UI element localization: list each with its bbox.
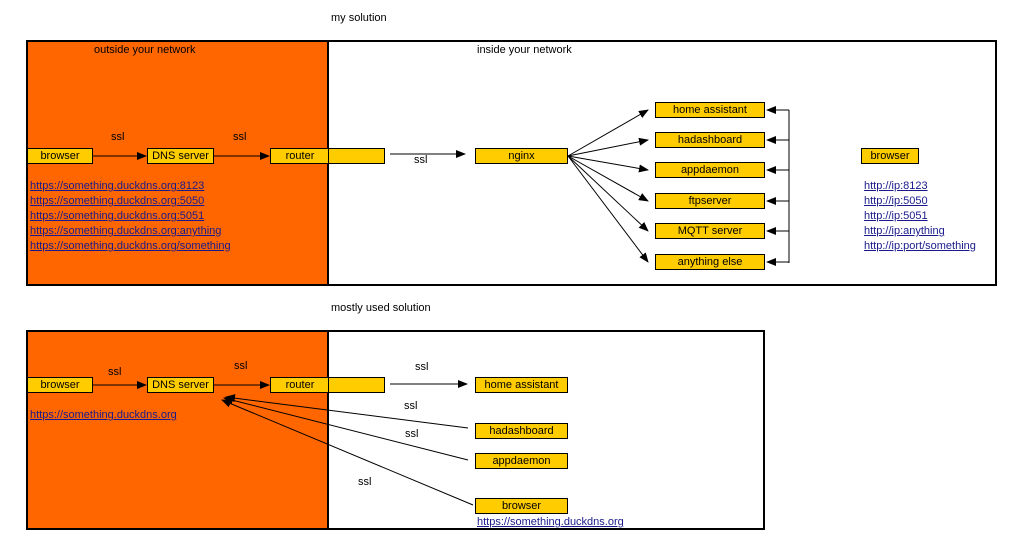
arrow-nginx-to-appdaemon [567, 155, 649, 173]
arrow-hadashboard-to-dns [225, 394, 469, 429]
bottom-browser-box: browser [27, 377, 93, 393]
bottom-ssl-label-2: ssl [234, 360, 248, 372]
bottom-ssl-label-4: ssl [404, 400, 418, 412]
bottom-hadashboard-box: hadashboard [475, 423, 568, 439]
local-link-anything[interactable]: http://ip:anything [864, 225, 945, 237]
inside-network-label: inside your network [477, 44, 572, 56]
bottom-zone-divider [327, 332, 329, 528]
service-anything-else: anything else [655, 254, 765, 270]
bottom-outside-zone [28, 332, 327, 528]
local-link-8123[interactable]: http://ip:8123 [864, 180, 928, 192]
top-ssl-label-3: ssl [414, 154, 428, 166]
bottom-router-extension [328, 377, 385, 393]
service-ftpserver: ftpserver [655, 193, 765, 209]
bottom-ssl-label-6: ssl [358, 476, 372, 488]
top-router-box: router [270, 148, 330, 164]
arrow-nginx-to-home-assistant [567, 109, 649, 157]
service-home-assistant: home assistant [655, 102, 765, 118]
local-browser-box: browser [861, 148, 919, 164]
top-browser-box: browser [27, 148, 93, 164]
arrow-appdaemon-to-dns [223, 396, 469, 461]
arrow-nginx-to-mqtt [567, 155, 649, 232]
arrow-inner-browser-to-dns [221, 399, 474, 506]
service-mqtt-server: MQTT server [655, 223, 765, 239]
local-link-port-something[interactable]: http://ip:port/something [864, 240, 976, 252]
bottom-diagram-title: mostly used solution [331, 302, 431, 314]
bottom-appdaemon-box: appdaemon [475, 453, 568, 469]
bottom-dns-server-box: DNS server [147, 377, 214, 393]
service-hadashboard: hadashboard [655, 132, 765, 148]
outside-link-anything[interactable]: https://something.duckdns.org:anything [30, 225, 222, 237]
top-diagram-title: my solution [331, 12, 387, 24]
bottom-inner-browser-box: browser [475, 498, 568, 514]
bottom-outside-link[interactable]: https://something.duckdns.org [30, 409, 177, 421]
bottom-inner-link[interactable]: https://something.duckdns.org [477, 516, 624, 528]
nginx-box: nginx [475, 148, 568, 164]
bottom-ssl-label-1: ssl [108, 366, 122, 378]
service-appdaemon: appdaemon [655, 162, 765, 178]
arrow-nginx-to-ftpserver [567, 155, 649, 202]
bottom-ssl-label-3: ssl [415, 361, 429, 373]
top-ssl-label-1: ssl [111, 131, 125, 143]
local-link-5051[interactable]: http://ip:5051 [864, 210, 928, 222]
top-ssl-label-2: ssl [233, 131, 247, 143]
outside-link-something[interactable]: https://something.duckdns.org/something [30, 240, 231, 252]
outside-network-label: outside your network [94, 44, 196, 56]
outside-link-5050[interactable]: https://something.duckdns.org:5050 [30, 195, 205, 207]
arrow-nginx-to-hadashboard [567, 137, 649, 157]
outside-link-8123[interactable]: https://something.duckdns.org:8123 [30, 180, 205, 192]
bottom-ssl-label-5: ssl [405, 428, 419, 440]
top-dns-server-box: DNS server [147, 148, 214, 164]
top-router-extension [328, 148, 385, 164]
bottom-home-assistant-box: home assistant [475, 377, 568, 393]
arrow-nginx-to-anything-else [567, 155, 649, 263]
local-link-5050[interactable]: http://ip:5050 [864, 195, 928, 207]
outside-link-5051[interactable]: https://something.duckdns.org:5051 [30, 210, 205, 222]
